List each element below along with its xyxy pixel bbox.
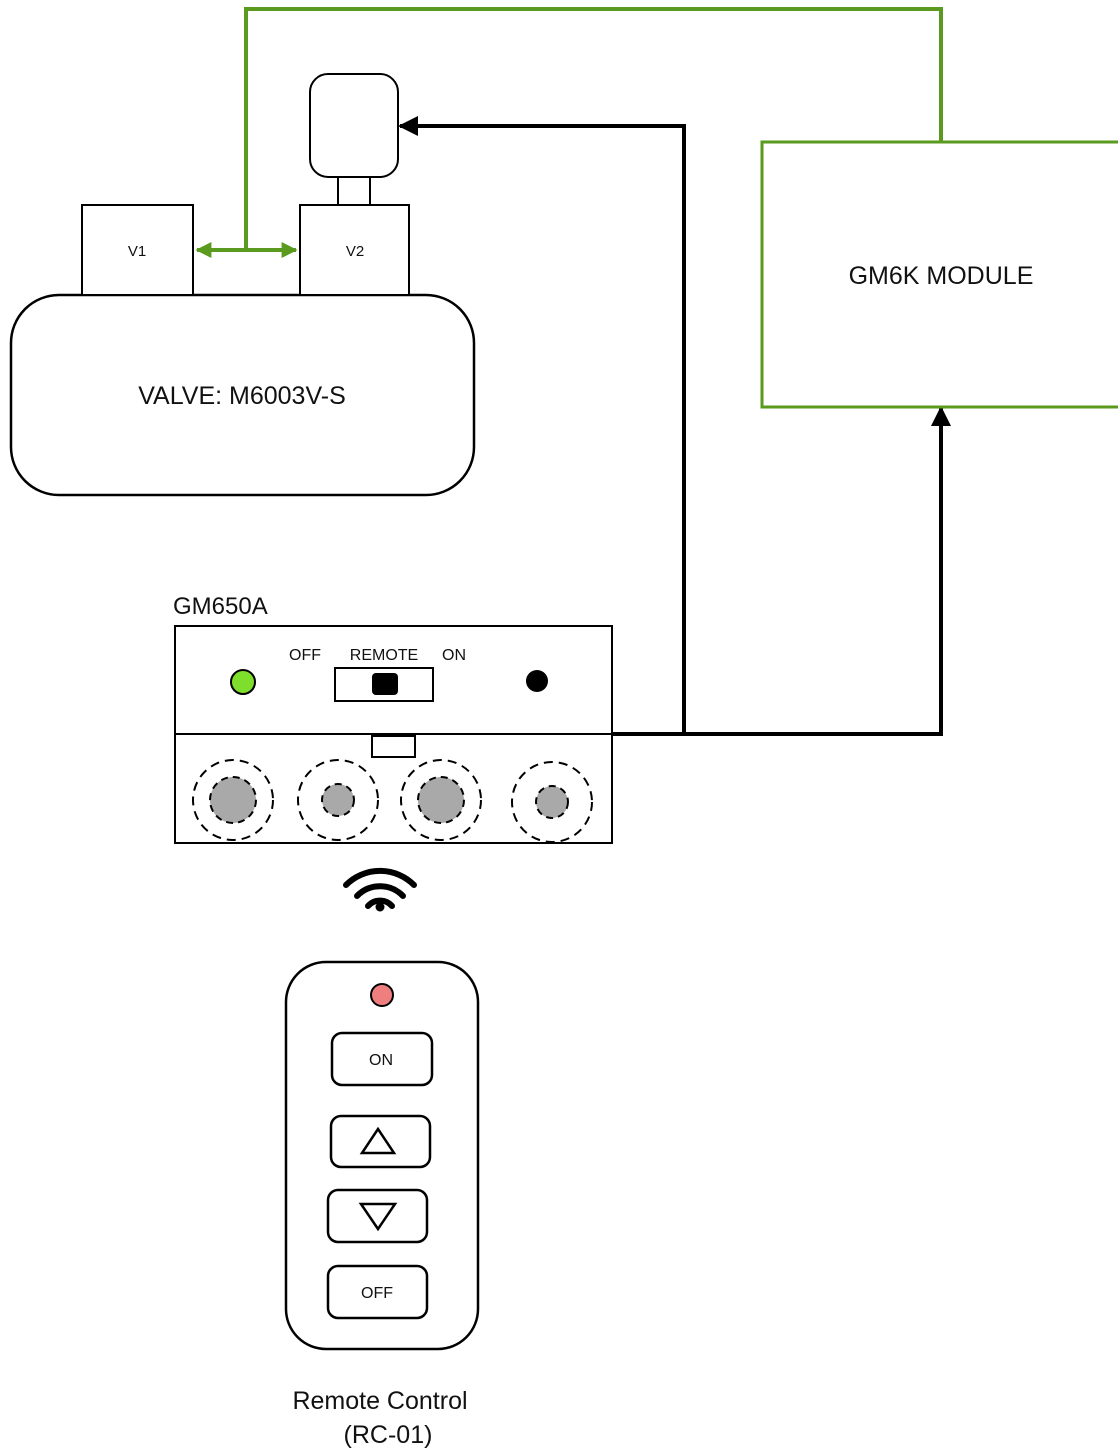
black-wire-controller-to-module xyxy=(612,406,951,736)
remote-on-button-frame[interactable] xyxy=(330,1031,434,1087)
knob-center[interactable] xyxy=(209,776,257,824)
black-wire-controller-to-actuator xyxy=(398,116,686,734)
controller-title: GM650A xyxy=(173,593,268,620)
knob-ring[interactable] xyxy=(400,759,482,841)
valve-label: VALVE: M6003V-S xyxy=(138,382,346,410)
knob[interactable] xyxy=(297,759,379,841)
knob[interactable] xyxy=(192,759,274,841)
remote-up-button[interactable] xyxy=(329,1114,432,1169)
knob-center[interactable] xyxy=(535,785,569,819)
mode-switch[interactable] xyxy=(334,667,434,702)
green-wire-module-to-valve xyxy=(244,7,943,250)
valve-body xyxy=(9,293,476,497)
knob-center[interactable] xyxy=(417,776,465,824)
remote-off-button-label: OFF xyxy=(361,1285,393,1302)
remote-off-button-frame[interactable] xyxy=(326,1264,429,1320)
remote-label-line1: Remote Control xyxy=(292,1387,467,1415)
remote-up-button-frame[interactable] xyxy=(329,1114,432,1169)
remote-led-red xyxy=(370,983,394,1007)
actuator-stem xyxy=(337,174,371,206)
knob-ring[interactable] xyxy=(511,761,593,843)
triangle-down-icon xyxy=(358,1202,398,1232)
module-label: GM6K MODULE xyxy=(849,262,1034,290)
port-v2-label: V2 xyxy=(346,243,364,260)
remote-control: ON OFF Remote Control (RC-01) xyxy=(284,960,480,1449)
triangle-up-icon xyxy=(359,1126,397,1155)
remote-label-line2: (RC-01) xyxy=(344,1421,433,1449)
switch-remote-label: REMOTE xyxy=(350,647,418,664)
gm6k-module: GM6K MODULE xyxy=(760,140,1118,409)
module-box xyxy=(760,140,1118,409)
actuator-head xyxy=(309,73,399,178)
knob[interactable] xyxy=(511,761,593,843)
gm650a-controller: GM650A OFF REMOTE ON xyxy=(173,593,613,844)
mode-switch-thumb[interactable] xyxy=(372,673,398,695)
remote-on-button[interactable]: ON xyxy=(330,1031,434,1087)
knob-ring[interactable] xyxy=(192,759,274,841)
remote-on-button-label: ON xyxy=(369,1052,393,1069)
remote-off-button[interactable]: OFF xyxy=(326,1264,429,1320)
valve: VALVE: M6003V-S V1 V2 xyxy=(9,73,476,497)
knob[interactable] xyxy=(400,759,482,841)
status-led-black xyxy=(526,670,548,692)
port-v2 xyxy=(299,204,410,296)
switch-on-label: ON xyxy=(442,647,466,664)
switch-off-label: OFF xyxy=(289,647,321,664)
knob-center[interactable] xyxy=(321,783,355,817)
wifi-icon xyxy=(343,867,417,912)
remote-down-button[interactable] xyxy=(326,1188,429,1244)
status-led-green xyxy=(230,669,256,695)
port-v1 xyxy=(81,204,194,296)
port-v1-label: V1 xyxy=(128,243,146,260)
connector-tab xyxy=(371,735,416,758)
knob-ring[interactable] xyxy=(297,759,379,841)
remote-down-button-frame[interactable] xyxy=(326,1188,429,1244)
